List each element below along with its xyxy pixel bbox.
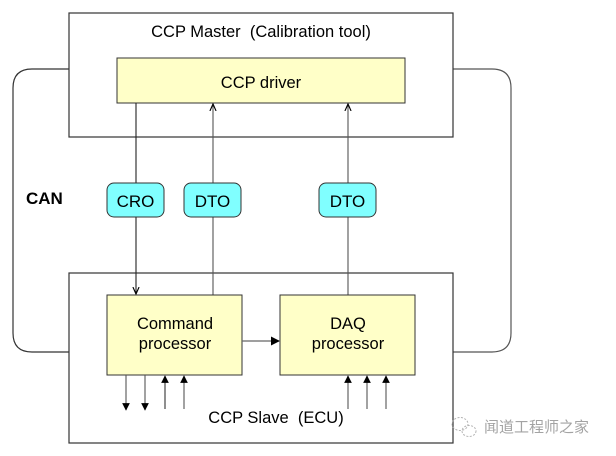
ccp-driver-box bbox=[116, 57, 406, 104]
watermark-text: 闻道工程师之家 bbox=[484, 418, 589, 436]
wechat-icon bbox=[451, 417, 477, 437]
message-dto-command: DTO bbox=[183, 182, 242, 218]
ccp-driver-label: CCP driver bbox=[221, 74, 302, 92]
message-cro: CRO bbox=[106, 182, 165, 218]
can-label: CAN bbox=[26, 189, 63, 208]
message-dto-daq-label: DTO bbox=[330, 192, 366, 211]
ccp-slave-title: CCP Slave (ECU) bbox=[208, 409, 343, 427]
watermark: 闻道工程师之家 bbox=[451, 417, 589, 437]
daq-processor-box bbox=[279, 294, 416, 376]
ccp-master-title: CCP Master (Calibration tool) bbox=[151, 23, 371, 41]
daq-processor-line1: DAQ bbox=[330, 315, 366, 333]
message-dto-command-label: DTO bbox=[195, 192, 231, 211]
can-bus-left bbox=[12, 68, 69, 353]
daq-processor-line2: processor bbox=[312, 335, 385, 353]
command-processor-line1: Command bbox=[137, 315, 213, 333]
message-cro-label: CRO bbox=[117, 192, 155, 211]
message-dto-daq: DTO bbox=[318, 182, 377, 218]
can-bus-right bbox=[453, 68, 512, 353]
command-processor-line2: processor bbox=[139, 335, 212, 353]
command-processor-box bbox=[106, 294, 243, 376]
